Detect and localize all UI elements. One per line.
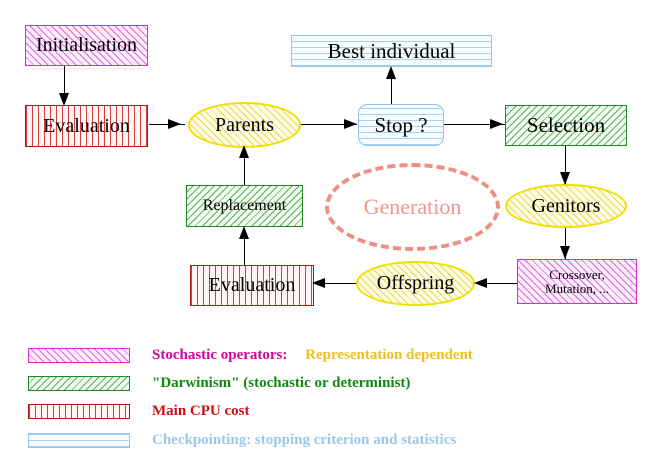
node-crossover-mutation[interactable]: Crossover, Mutation, ... [517,259,637,304]
node-generation-label: Generation [363,194,462,219]
edge-parents-to-stop [299,124,357,126]
node-best-individual-label: Best individual [327,38,456,63]
edge-crossover-to-offspring [478,283,518,285]
node-initialisation[interactable]: Initialisation [25,25,148,66]
legend-row-darwinism: "Darwinism" (stochastic or determinist) [28,375,410,391]
arrowhead-offspring-to-evaluation [312,278,325,288]
legend-row-checkpointing: Checkpointing: stopping criterion and st… [28,432,456,448]
arrowhead-stop-to-selection [490,119,503,129]
legend-row-stochastic: Stochastic operators: Representation dep… [28,347,473,363]
edge-evaluation-to-replacement [244,228,246,266]
edge-stop-to-selection [443,124,505,126]
node-replacement[interactable]: Replacement [186,185,303,227]
node-evaluation-bottom-label: Evaluation [208,274,296,296]
legend-swatch-darwinism [28,375,130,391]
node-selection-label: Selection [526,113,606,138]
legend-swatch-stochastic [28,347,130,363]
edge-stop-to-best-individual [391,68,393,106]
legend-swatch-checkpointing [28,432,130,448]
node-evaluation-top[interactable]: Evaluation [25,105,148,147]
edge-replacement-to-parents [244,148,246,186]
node-stop[interactable]: Stop ? [358,104,444,146]
legend-label-darwinism: "Darwinism" (stochastic or determinist) [152,374,411,391]
node-parents[interactable]: Parents [188,102,301,148]
edge-initialisation-to-evaluation [64,66,66,100]
node-generation: Generation [325,163,500,251]
legend-row-cpu-cost: Main CPU cost [28,403,250,419]
arrowhead-initialisation-to-evaluation [59,93,69,106]
node-evaluation-bottom[interactable]: Evaluation [190,265,314,306]
node-crossover-line2: Mutation, ... [545,280,609,296]
arrowhead-crossover-to-offspring [474,278,487,288]
node-initialisation-label: Initialisation [35,34,138,56]
arrowhead-stop-to-best-individual [386,66,396,79]
node-best-individual[interactable]: Best individual [291,35,492,67]
node-offspring-label: Offspring [376,272,455,294]
edge-selection-to-genitors [565,146,567,184]
arrowhead-parents-to-stop [344,119,357,129]
legend-label-stochastic: Stochastic operators: [152,346,288,363]
node-offspring[interactable]: Offspring [356,261,475,306]
edge-evaluation-to-parents [149,124,185,126]
node-stop-label: Stop ? [374,112,428,137]
edge-offspring-to-evaluation [315,283,360,285]
node-genitors[interactable]: Genitors [505,184,627,228]
node-crossover-line1: Crossover, [549,266,605,282]
arrowhead-evaluation-to-replacement [239,226,249,239]
legend-label-cpu-cost: Main CPU cost [152,402,250,419]
arrowhead-replacement-to-parents [239,145,249,158]
edge-genitors-to-crossover [565,226,567,260]
legend-label-checkpointing: Checkpointing: stopping criterion and st… [152,431,457,448]
legend-sublabel-representation: Representation dependent [305,346,473,363]
arrowhead-evaluation-to-parents [168,119,181,129]
node-parents-label: Parents [215,113,274,136]
node-replacement-label: Replacement [202,196,287,214]
node-evaluation-top-label: Evaluation [43,114,130,137]
node-selection[interactable]: Selection [505,105,627,146]
arrowhead-selection-to-genitors [560,172,570,185]
legend-swatch-cpu-cost [28,403,130,419]
node-genitors-label: Genitors [531,194,601,217]
arrowhead-genitors-to-crossover [560,246,570,259]
